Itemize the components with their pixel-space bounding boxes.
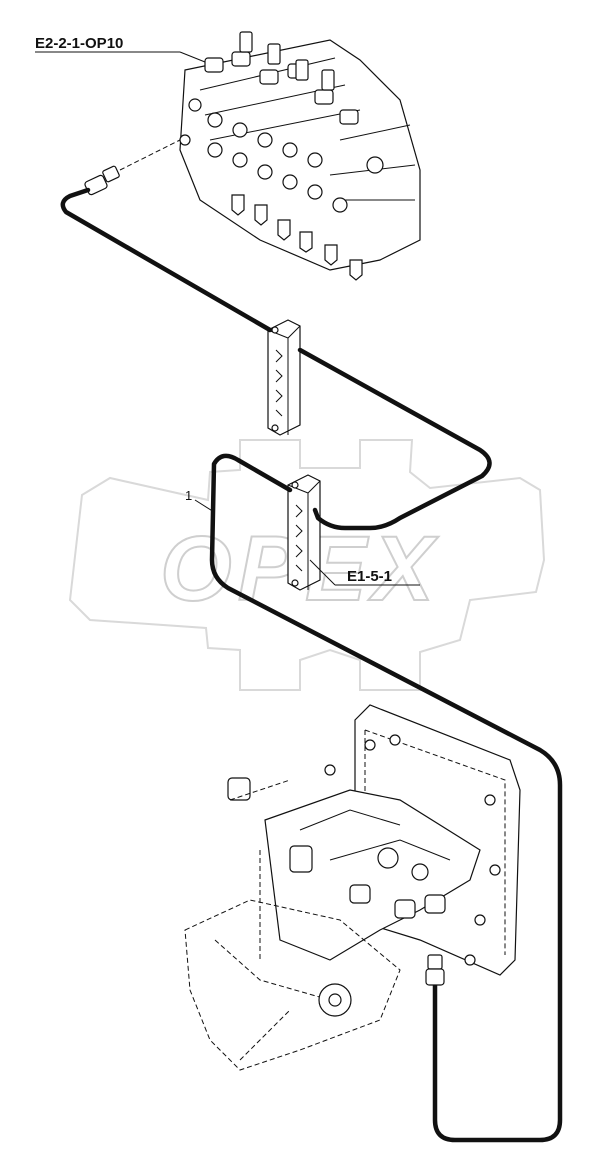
hose-segment-mid (297, 347, 492, 531)
pivot-bracket (264, 789, 481, 961)
valve-section-caps (204, 31, 359, 125)
hose-segment-upper (60, 187, 273, 333)
watermark-gear-outline (68, 439, 546, 691)
loader-valve-assembly (184, 704, 521, 1071)
valve-block-ref-label: E2-2-1-OP10 (35, 35, 123, 52)
callout-manifold: E1-5-1 (309, 559, 420, 586)
hose-segment-loop (209, 453, 563, 1143)
hose-item-number: 1 (185, 488, 192, 503)
manifold-block-upper (267, 319, 301, 436)
callout-hose-item: 1 (185, 488, 215, 513)
hydraulic-hose (60, 187, 563, 1143)
manifold-ref-label: E1-5-1 (347, 568, 392, 585)
hose-end-fitting-bottom (425, 954, 445, 986)
callout-valve-block: E2-2-1-OP10 (35, 35, 206, 63)
control-valve-block (179, 31, 421, 281)
hose-end-fitting-top (84, 139, 181, 196)
bucket-outline (184, 899, 401, 1071)
valve-port-fittings (179, 98, 384, 213)
valve-elbow-outlets (231, 194, 363, 281)
manifold-block-lower (287, 474, 321, 591)
